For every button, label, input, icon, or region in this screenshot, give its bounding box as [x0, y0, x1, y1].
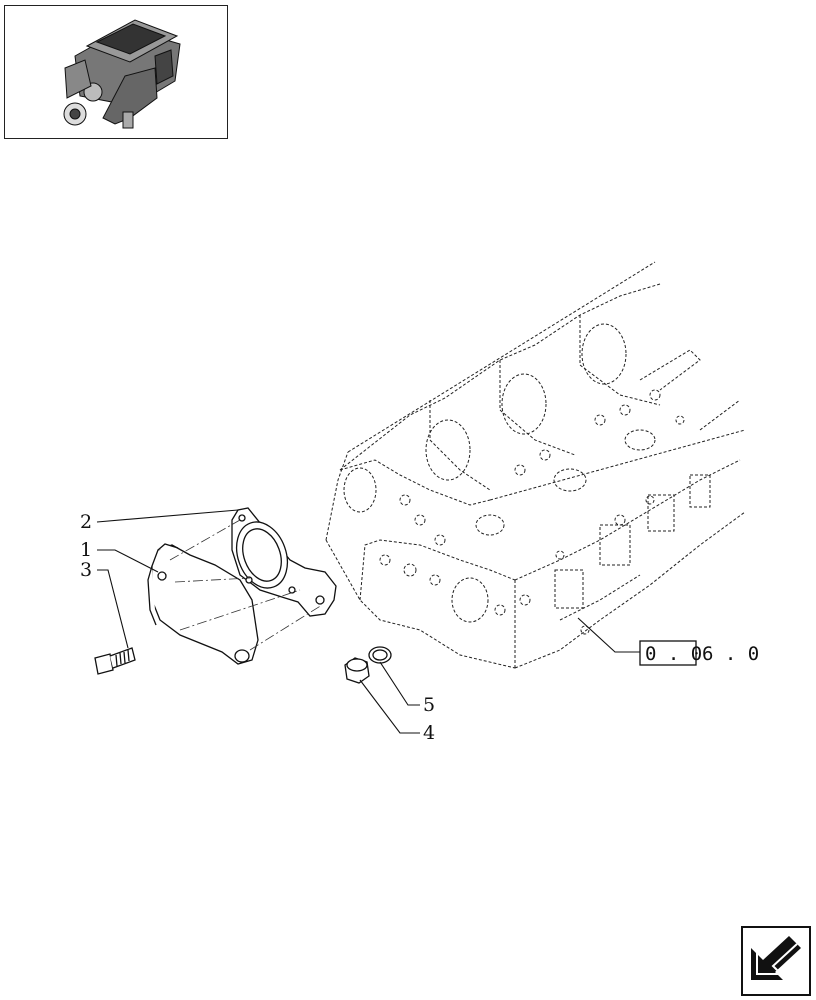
- leader-ref: [577, 617, 640, 653]
- reference-boxed-text[interactable]: 0 . 0: [645, 643, 702, 665]
- leader-4: [359, 679, 420, 734]
- engine-block-outline: [325, 261, 746, 669]
- leader-lines: [96, 509, 640, 734]
- callout-5: 5: [423, 694, 435, 716]
- cover-plate-part-1: [147, 543, 259, 665]
- gasket-part-2: [231, 507, 337, 617]
- next-page-arrow-icon: [751, 936, 801, 980]
- next-page-button[interactable]: [741, 926, 811, 996]
- leader-5: [379, 661, 420, 706]
- reference-box: [639, 640, 697, 666]
- engine-thumbnail: [4, 5, 228, 139]
- plug-part-4: [344, 657, 370, 684]
- leader-3: [97, 569, 129, 649]
- callout-2: 2: [80, 511, 92, 533]
- callout-1: 1: [80, 539, 92, 561]
- callout-4: 4: [423, 722, 435, 744]
- leader-1: [97, 549, 159, 573]
- engine-thumbnail-icon: [63, 19, 181, 129]
- alignment-lines: [169, 519, 323, 651]
- sealing-ring-part-5: [368, 646, 392, 664]
- callout-3: 3: [80, 559, 92, 581]
- reference-suffix-text: 6 . 0: [702, 643, 759, 665]
- leader-2: [96, 509, 239, 523]
- bolt-part-3: [94, 647, 136, 675]
